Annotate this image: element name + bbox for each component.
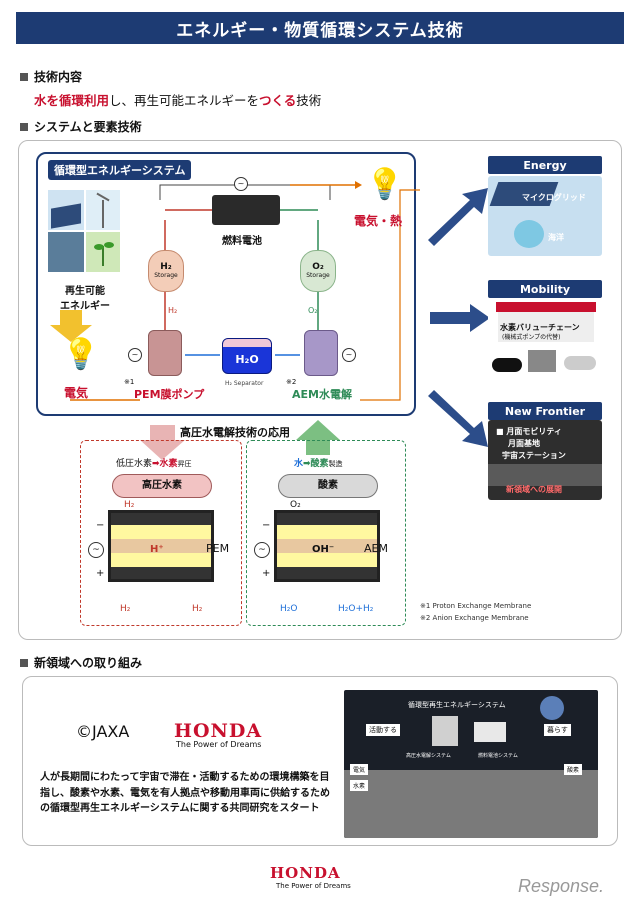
ac-source-icon-pem: ~ xyxy=(128,348,142,362)
section-heading-tech: 技術内容 xyxy=(20,68,82,85)
minus-left: − xyxy=(96,520,105,531)
mobility-image: 水素バリューチェーン (機械式ポンプの代替) xyxy=(488,300,602,380)
aem-label: AEM水電解 xyxy=(292,388,352,401)
hp-right-o2-top: O₂ xyxy=(290,500,301,510)
hp-left-caption: 低圧水素➡水素昇圧 xyxy=(116,459,192,469)
honda-logo: HONDA xyxy=(174,720,263,742)
bulb-icon-right: 💡 xyxy=(366,167,404,202)
hp-right-h2o-in: H₂O xyxy=(280,604,298,614)
lunar-system-image: 循環型再生エネルギーシステム 活動する 暮らす 高圧水電解システム 燃料電池シス… xyxy=(344,690,598,838)
tech-description: 水を循環利用し、再生可能エネルギーをつくる技術 xyxy=(34,93,322,108)
energy-image: マイクログリッド 海洋 xyxy=(488,176,602,256)
frontier-heading: New Frontier xyxy=(488,402,602,420)
bulb-icon-left: 💡 xyxy=(62,337,100,372)
h2-pipe-label: H₂ xyxy=(168,306,178,315)
fuel-cell-stack xyxy=(212,195,280,225)
energy-heading: Energy xyxy=(488,156,602,174)
pem-cell-stack xyxy=(108,510,214,582)
pem-note-marker: ※1 xyxy=(124,378,135,386)
hp-left-h2-in: H₂ xyxy=(120,604,131,614)
hp-aem-label: AEM xyxy=(364,542,388,555)
page-title: エネルギー・物質循環システム技術 xyxy=(16,12,624,44)
hp-left-panel xyxy=(80,440,242,626)
mobility-heading: Mobility xyxy=(488,280,602,298)
jaxa-credit: ©JAXA xyxy=(76,722,130,741)
footer-tagline: The Power of Dreams xyxy=(276,882,351,890)
ac-source-icon-hp-right: ~ xyxy=(254,542,270,558)
hp-hplus: H⁺ xyxy=(150,544,164,555)
hp-ohminus: OH⁻ xyxy=(312,544,335,555)
system-diagram-frame xyxy=(18,140,622,640)
frontier-image: ■ 月面モビリティ 月面基地 宇宙ステーション 新領域への展開 xyxy=(488,420,602,500)
hp-left-h2-out: H₂ xyxy=(192,604,203,614)
minus-right: − xyxy=(262,520,271,531)
solar-panel-image xyxy=(48,190,84,230)
note-pem: ※1 Proton Exchange Membrane xyxy=(420,602,532,610)
system-title: 循環型エネルギーシステム xyxy=(48,160,192,180)
research-text: 人が長期間にわたって宇宙で滞在・活動するための環境構築を目指し、酸素や水素、電気… xyxy=(40,772,330,814)
hp-right-caption: 水➡酸素製造 xyxy=(294,459,343,469)
section-heading-system: システムと要素技術 xyxy=(20,118,142,135)
h2-separator-label: H₂ Separator xyxy=(225,380,264,387)
sprout-image xyxy=(86,232,120,272)
note-aem: ※2 Anion Exchange Membrane xyxy=(420,614,529,622)
aem-note-marker: ※2 xyxy=(286,378,297,386)
fuel-cell-label: 燃料電池 xyxy=(222,236,262,247)
footer-honda-logo: HONDA xyxy=(270,864,341,882)
dam-image xyxy=(48,232,84,272)
ac-source-icon-hp-left: ~ xyxy=(88,542,104,558)
elec-heat-label: 電気・熱 xyxy=(354,214,403,228)
aem-electrolyzer-unit xyxy=(304,330,338,376)
section-heading-new-domain: 新領域への取り組み xyxy=(20,654,142,671)
pem-pump-unit xyxy=(148,330,182,376)
honda-tagline: The Power of Dreams xyxy=(176,740,262,749)
hp-left-h2-top: H₂ xyxy=(124,500,135,510)
pem-pump-label: PEM膜ポンプ xyxy=(134,388,205,401)
hp-right-panel xyxy=(246,440,406,626)
hp-right-h2o-out: H₂O+H₂ xyxy=(338,604,374,614)
ac-source-icon-top: ~ xyxy=(234,177,248,191)
hp-electrolysis-heading: 高圧水電解技術の応用 xyxy=(180,426,290,439)
o2-pipe-label: O₂ xyxy=(308,306,318,315)
h2-separator-tank: H₂O xyxy=(222,338,272,374)
new-domain-box xyxy=(22,676,618,846)
electricity-label: 電気 xyxy=(64,386,89,400)
response-watermark: Response. xyxy=(518,876,605,896)
aem-cell-stack xyxy=(274,510,380,582)
plus-right: + xyxy=(262,568,271,579)
hp-h2-tank: 高圧水素 xyxy=(112,474,212,498)
hp-o2-tank: 酸素 xyxy=(278,474,378,498)
renewable-label: 再生可能 エネルギー xyxy=(60,286,110,312)
hp-pem-label: PEM xyxy=(206,542,230,555)
wind-turbine-image xyxy=(86,190,120,230)
plus-left: + xyxy=(96,568,105,579)
ac-source-icon-aem: ~ xyxy=(342,348,356,362)
